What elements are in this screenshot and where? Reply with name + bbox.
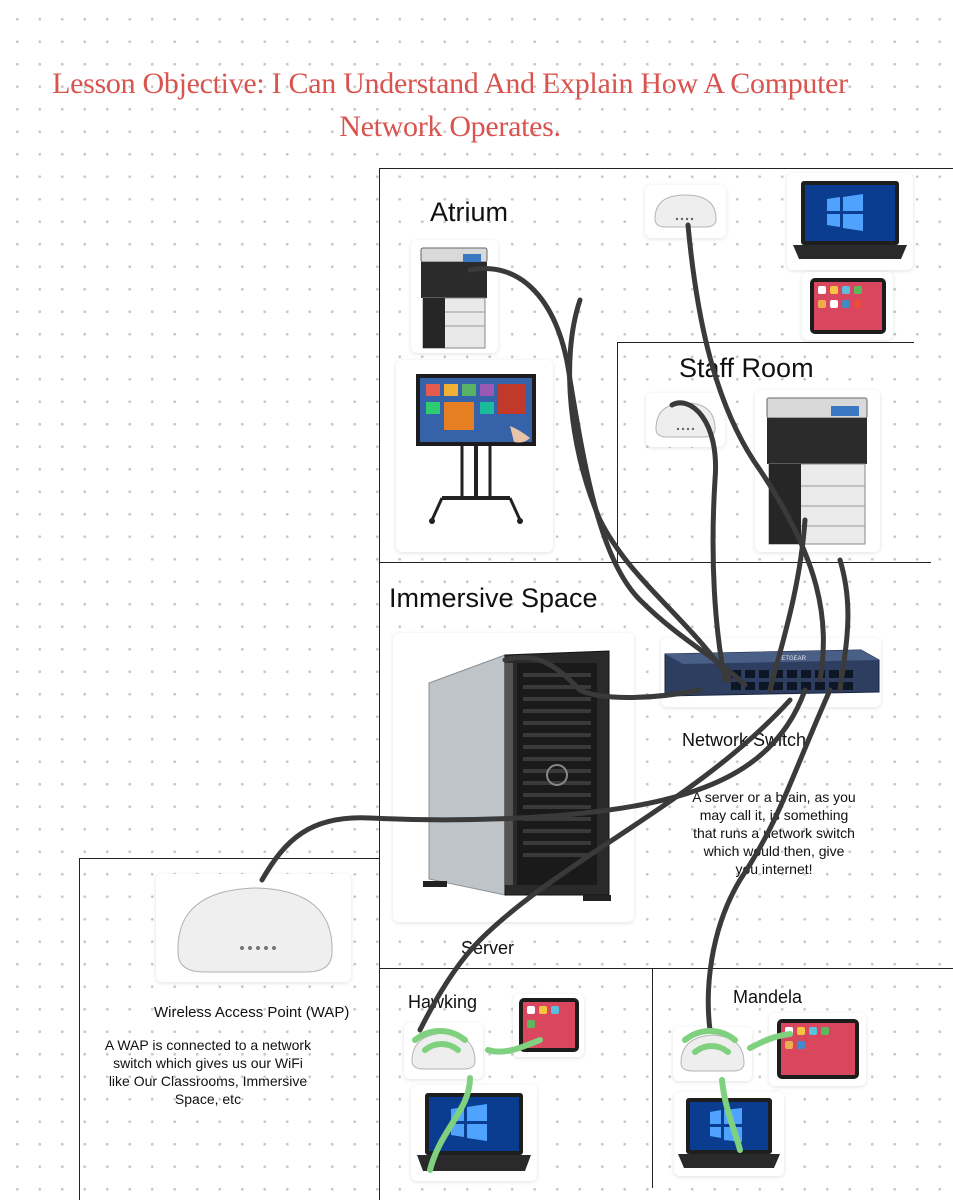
top-border [379,168,953,169]
room-label-hawking: Hawking [408,992,478,1012]
main-left-border [379,168,380,1200]
room-label-immersive-space: Immersive Space [389,583,598,613]
switch-brand-text: NETGEAR [777,656,807,662]
printer-icon [420,247,488,349]
network-switch-label: Network Switch [682,730,807,750]
laptop-icon [678,1098,780,1168]
staff-room-left-border [617,342,618,572]
classrooms-divider [652,968,653,1188]
server-note-line: which would then, give [703,843,845,859]
laptop-icon [793,181,907,259]
wap-description: A WAP is connected to a network switch w… [86,1036,330,1108]
wap-note-line: A WAP is connected to a network [104,1037,312,1053]
server-note-line: A server or a brain, as you [692,789,856,805]
server-note-line: may call it, is something [699,807,849,823]
server-tower-icon [423,650,611,901]
wap-area-left-border [79,858,80,1200]
interactive-display-icon [416,374,536,524]
classrooms-top-border [379,968,953,969]
lesson-objective-title: Lesson Objective: I Can Understand And E… [0,62,900,148]
room-label-atrium: Atrium [430,197,509,227]
server-note-line: you internet! [735,861,813,877]
wap-label: Wireless Access Point (WAP) [154,1004,350,1021]
wap-area-top-border [79,858,379,859]
server-note-line: that runs a network switch [693,825,855,841]
laptop-icon [417,1093,531,1171]
title-line-2: Network Operates. [339,110,561,143]
server-description: A server or a brain, as you may call it,… [676,788,872,878]
wap-note-line: switch which gives us our WiFi [113,1055,303,1071]
wap-icon [654,194,717,228]
tablet-icon [810,278,886,334]
wap-icon [680,1034,745,1072]
printer-icon [766,397,868,545]
staff-room-top-border [617,342,914,343]
wap-icon [655,402,716,438]
tablet-icon [519,998,579,1052]
wap-note-line: like Our Classrooms, Immersive [108,1073,308,1089]
title-line-1: Lesson Objective: I Can Understand And E… [52,67,848,100]
room-label-mandela: Mandela [733,987,803,1007]
wap-note-line: Space, etc [174,1091,242,1107]
immersive-top-border [379,562,931,563]
server-label: Server [461,938,515,958]
wap-icon [411,1032,476,1070]
network-switch-icon: NETGEAR [664,649,880,697]
room-label-staff-room: Staff Room [679,353,814,383]
tablet-icon [777,1019,859,1079]
wap-icon [177,887,333,973]
